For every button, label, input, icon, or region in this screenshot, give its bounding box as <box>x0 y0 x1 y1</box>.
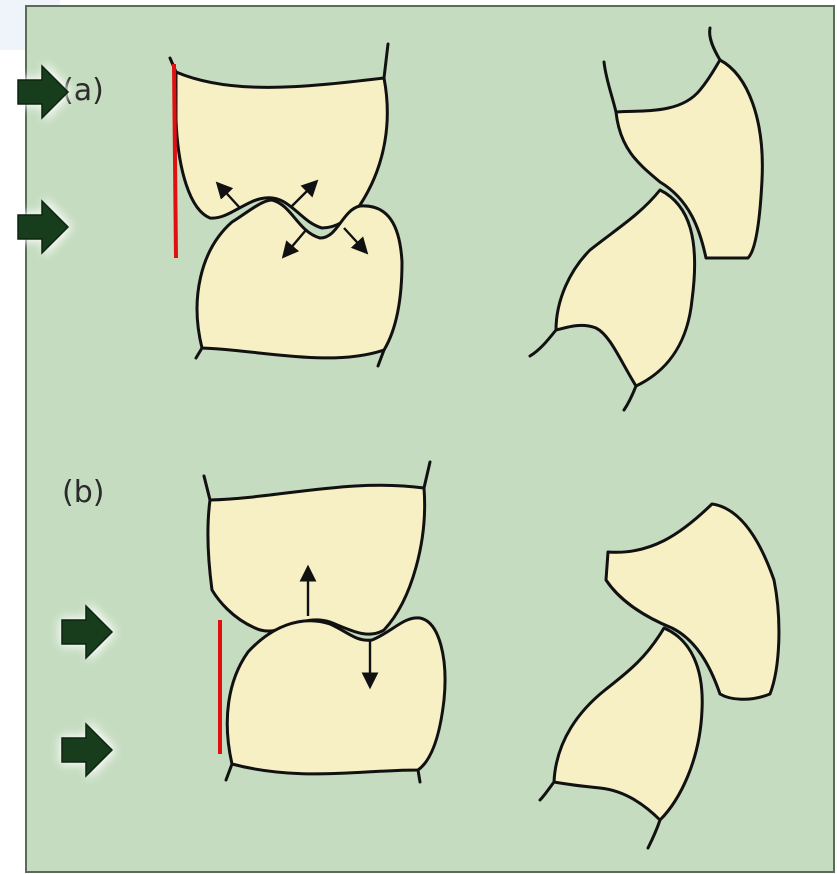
reference-line-a <box>174 64 176 258</box>
panel-b-label: (b) <box>62 475 104 510</box>
lower-tooth-a <box>196 200 402 366</box>
lower-tooth-b <box>226 618 445 782</box>
